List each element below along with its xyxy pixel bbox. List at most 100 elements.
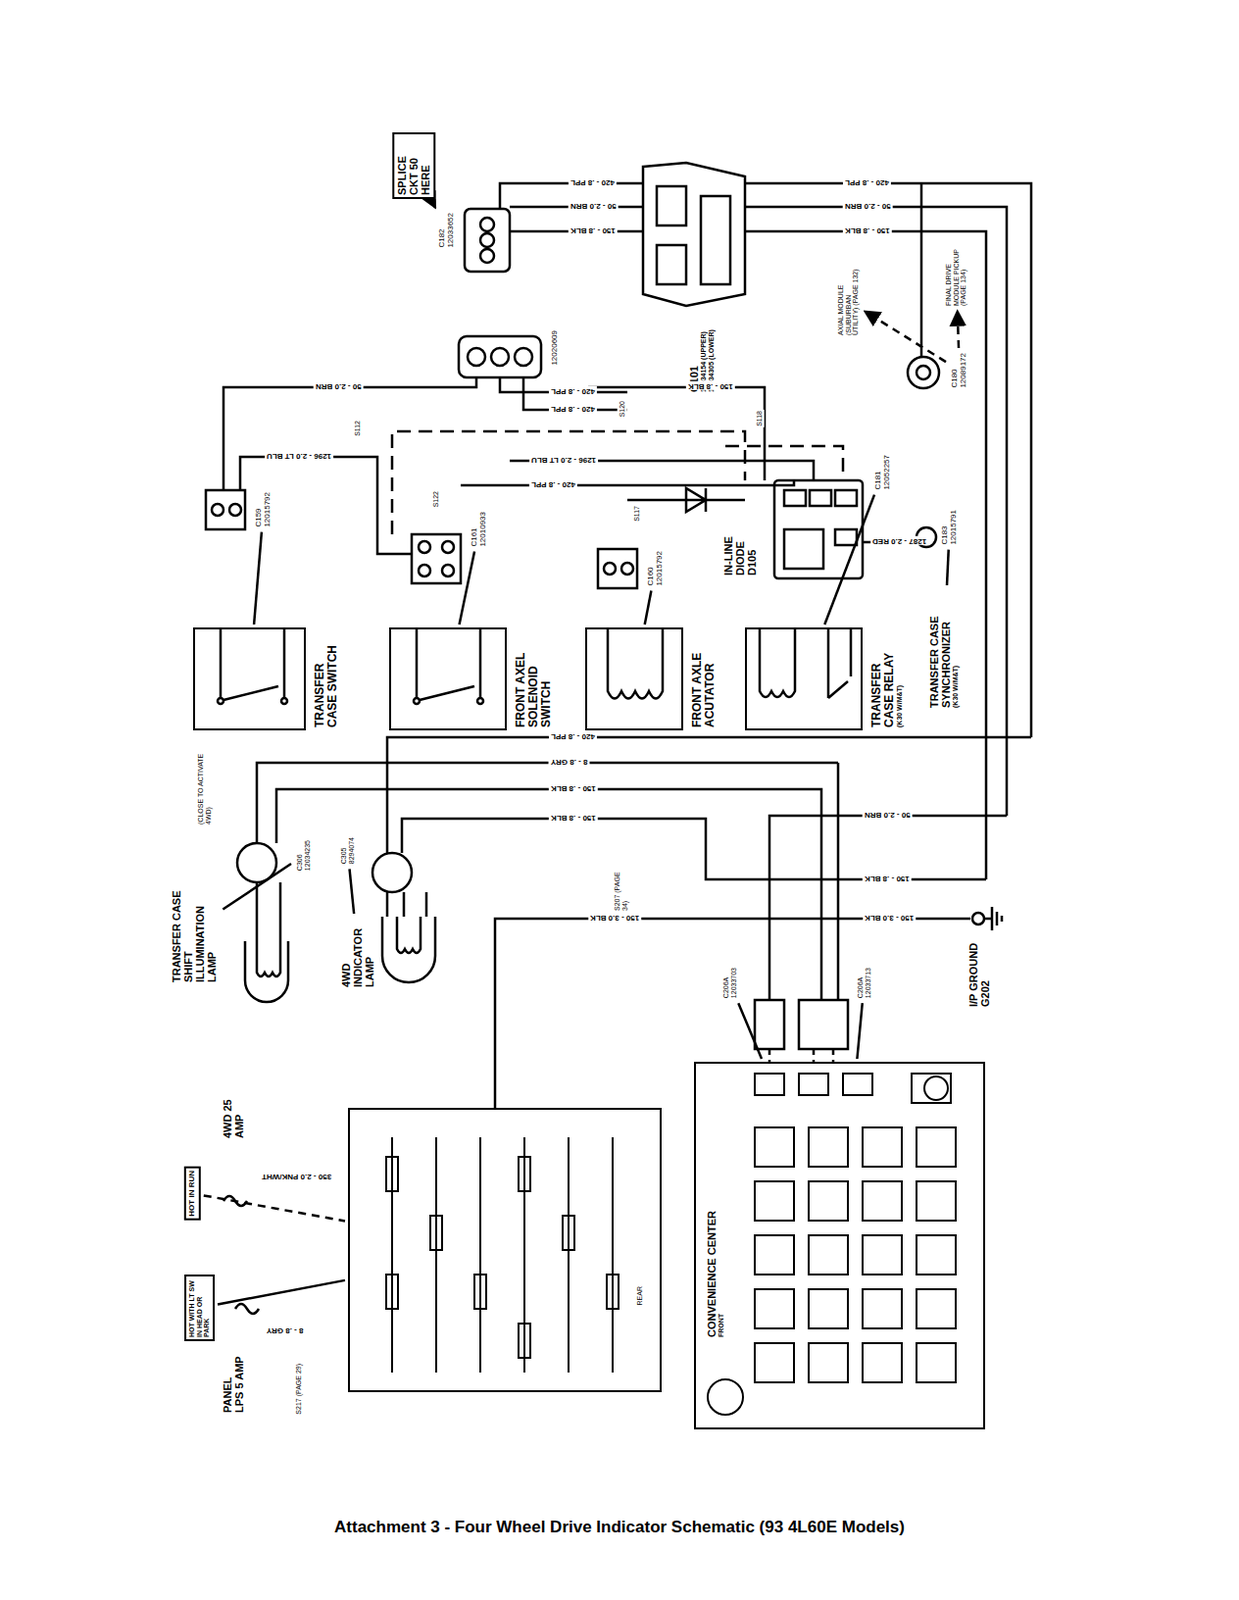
wire-graphic [474, 1274, 487, 1309]
wire-label: 50 - 2.0 BRN [313, 381, 364, 391]
wire-graphic [603, 562, 616, 575]
wire-graphic [916, 1288, 956, 1329]
label-holder: FRONT AXEL SOLENOID SWITCH [514, 629, 554, 728]
wire-graphic [401, 815, 1007, 1000]
wire-graphic [477, 697, 484, 704]
wire-graphic [808, 1288, 848, 1329]
wire-graphic [916, 365, 931, 380]
component-text: 12033652 [446, 212, 456, 248]
label-holder: FRONT AXLE ACUTATOR [691, 629, 717, 728]
component-text: AXIAL MODULE (SUBURBAN UTILITY) (PAGE 13… [837, 266, 860, 336]
wire-graphic [430, 1215, 443, 1250]
wire-graphic [606, 1274, 619, 1309]
component-label: C18212033652 [436, 210, 458, 250]
callout-label: S117 [632, 504, 643, 523]
component-box: FRONT AXLE ACUTATOR [585, 627, 684, 731]
wire-graphic [809, 490, 832, 506]
component-text: C206A [856, 967, 865, 998]
component-text: FRONT [717, 1278, 726, 1338]
wire-graphic [754, 999, 785, 1049]
component-label: C206A12033703 [720, 965, 740, 1000]
wire-graphic [518, 1156, 531, 1191]
wire-connector [644, 591, 652, 625]
wire-label: 150 - .8 BLK [568, 225, 618, 235]
wire-graphic [808, 1235, 848, 1275]
wire-graphic [392, 1137, 613, 1373]
component-label: TRANSFER CASE SYNCHRONIZER(K30 W/M&T) [926, 588, 962, 710]
wire-graphic [372, 852, 412, 893]
wire-graphic [842, 1073, 873, 1095]
wire-graphic [281, 697, 288, 704]
wire-label: 8 - .8 GRY [548, 756, 591, 766]
wire-connector [946, 549, 949, 586]
component-text: TRANSFER CASE SWITCH [313, 629, 340, 728]
component-box: TRANSFER CASE SWITCH [193, 627, 306, 731]
wire-graphic [418, 564, 431, 577]
wire-graphic [382, 916, 436, 983]
wire-graphic [808, 1181, 848, 1221]
wire-label: 150 - .8 BLK [862, 873, 912, 883]
wire-graphic [467, 347, 486, 366]
wire-connector [349, 868, 355, 914]
wire-connector [738, 1002, 762, 1059]
wire-graphic [442, 564, 454, 577]
wire-label: 50 - 2.0 BRN [842, 200, 893, 210]
component-text: FRONT AXLE ACUTATOR [691, 629, 717, 728]
wire-graphic [754, 1235, 794, 1275]
wire-graphic [514, 347, 533, 366]
wire-graphic [862, 1235, 902, 1275]
wire-graphic [245, 941, 289, 1002]
wire-graphic [754, 1342, 794, 1383]
component-text: FINAL DRIVE MODULE PICKUP (PAGE 134) [944, 247, 968, 306]
component-text: C180 [950, 352, 960, 389]
callout-label: S207 (PAGE 34) [612, 860, 630, 912]
component-text: CONVENIENCE CENTER [705, 1210, 718, 1338]
wire-graphic [217, 697, 224, 704]
component-label: SPLICE CKT 50 HERE [392, 132, 436, 199]
component-label: C18312015791 [939, 507, 961, 547]
wire-graphic [916, 1235, 956, 1275]
component-label: C15912015792 [252, 490, 275, 530]
wire-connector [957, 310, 959, 348]
wire-graphic [862, 1127, 902, 1167]
wire-graphic [480, 248, 495, 263]
wire-connector [222, 863, 292, 909]
component-box: CONVENIENCE CENTERFRONT [693, 1061, 986, 1430]
wire-graphic [480, 233, 495, 248]
wire-graphic [643, 162, 745, 306]
wire-label: 150 - 3.0 BLK [862, 912, 916, 922]
component-text: 4WD INDICATOR LAMP [340, 918, 376, 988]
wire-graphic [808, 1127, 848, 1167]
component-text: 12015791 [949, 509, 959, 546]
wire-graphic [220, 627, 285, 700]
component-label: FINAL DRIVE MODULE PICKUP (PAGE 134) [942, 245, 970, 308]
component-text: 8294074 [347, 837, 356, 864]
wire-graphic [597, 548, 638, 589]
label-holder: TRANSFER CASE SWITCH [313, 629, 340, 728]
wire-label: 420 - .8 PPL [842, 177, 892, 187]
wire-connector [432, 201, 436, 208]
callout-label: 4WD 25 AMP [220, 1078, 247, 1140]
component-text: C305 [340, 837, 348, 864]
caption: Attachment 3 - Four Wheel Drive Indicato… [0, 1517, 1239, 1537]
wire-graphic [754, 1127, 794, 1167]
component-text: 12052257 [883, 454, 893, 491]
wire-graphic [920, 183, 924, 357]
wire-graphic [211, 503, 224, 516]
component-text: 12015792 [263, 492, 273, 528]
wire-label: 150 - .8 BLK [548, 783, 598, 793]
component-label: C16112010933 [468, 509, 491, 549]
component-symbols [217, 627, 851, 1314]
wire-label: 150 - .8 BLK [548, 812, 598, 822]
wire-graphic [924, 1076, 948, 1100]
component-label: C16012015792 [644, 548, 667, 589]
wire-graphic [784, 490, 806, 506]
component-text: C182 [438, 212, 447, 248]
component-text: 12010933 [479, 511, 489, 547]
component-label: I/P GROUND G202 [965, 936, 993, 1009]
component-label: HOT IN RUN [184, 1166, 201, 1221]
component-box: REAR [347, 1107, 662, 1392]
wire-graphic [464, 208, 510, 272]
wire-label: 350 - 2.0 PNK/WHT [259, 1171, 334, 1181]
